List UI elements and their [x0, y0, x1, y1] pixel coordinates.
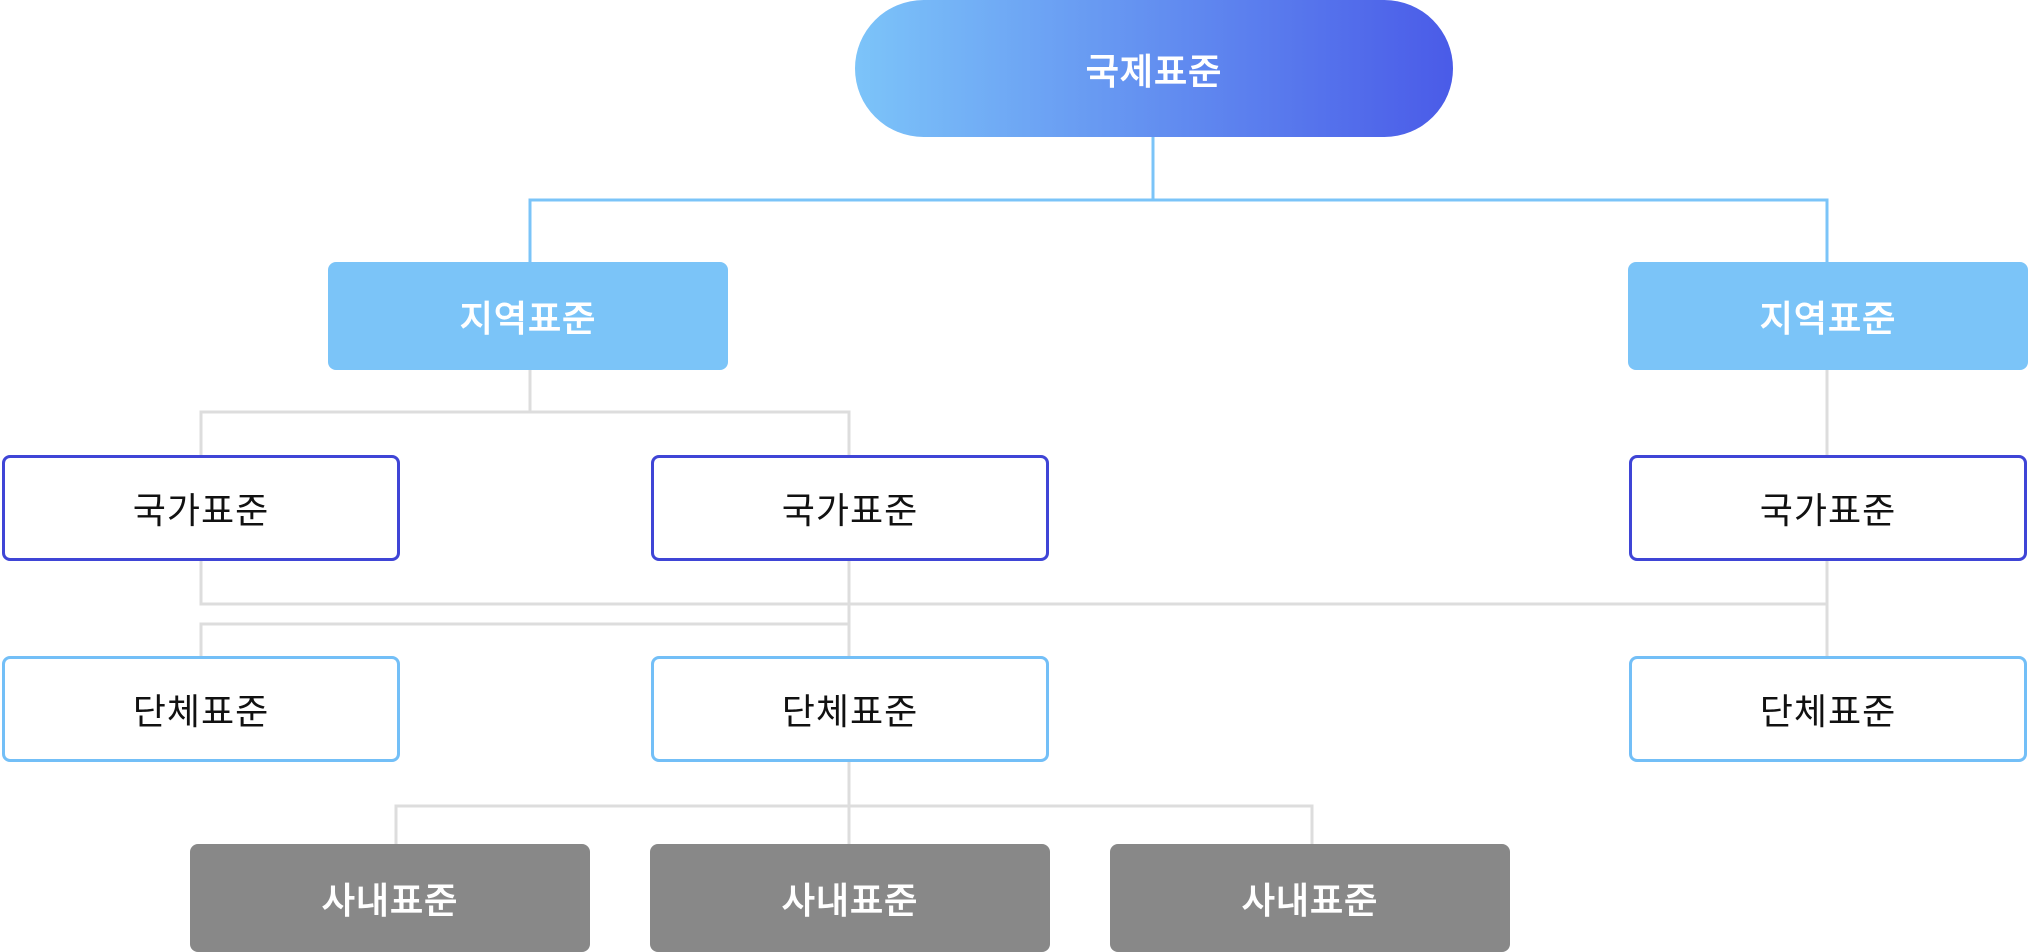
- organization-standard-node: 단체표준: [1629, 656, 2027, 762]
- node-label: 단체표준: [781, 692, 919, 733]
- node-label: 국가표준: [132, 491, 270, 532]
- connector-organization-company: [394, 804, 1314, 844]
- node-label: 사내표준: [781, 881, 919, 922]
- regional-standard-node: 지역표준: [328, 262, 728, 370]
- node-label: 지역표준: [1759, 299, 1897, 340]
- connector-bus-organization: [199, 622, 849, 656]
- connector-root-regional: [528, 137, 1155, 262]
- node-label: 국가표준: [781, 491, 919, 532]
- company-standard-node: 사내표준: [1110, 844, 1510, 952]
- connector-regional-national: [530, 410, 851, 455]
- organization-standard-node: 단체표준: [2, 656, 400, 762]
- national-standard-node: 국가표준: [651, 455, 1049, 561]
- connector-regional-national: [199, 370, 532, 455]
- node-label: 지역표준: [459, 299, 597, 340]
- organization-standard-node: 단체표준: [651, 656, 1049, 762]
- node-label: 사내표준: [321, 881, 459, 922]
- connector-root-regional: [1153, 198, 1829, 262]
- node-label: 국가표준: [1759, 491, 1897, 532]
- national-standard-node: 국가표준: [1629, 455, 2027, 561]
- company-standard-node: 사내표준: [650, 844, 1050, 952]
- national-standard-node: 국가표준: [2, 455, 400, 561]
- company-standard-node: 사내표준: [190, 844, 590, 952]
- international-standard-node: 국제표준: [855, 0, 1453, 137]
- node-label: 국제표준: [1085, 51, 1223, 93]
- connector-national-bus: [199, 561, 1827, 606]
- node-label: 단체표준: [1759, 692, 1897, 733]
- node-label: 단체표준: [132, 692, 270, 733]
- node-label: 사내표준: [1241, 881, 1379, 922]
- regional-standard-node: 지역표준: [1628, 262, 2028, 370]
